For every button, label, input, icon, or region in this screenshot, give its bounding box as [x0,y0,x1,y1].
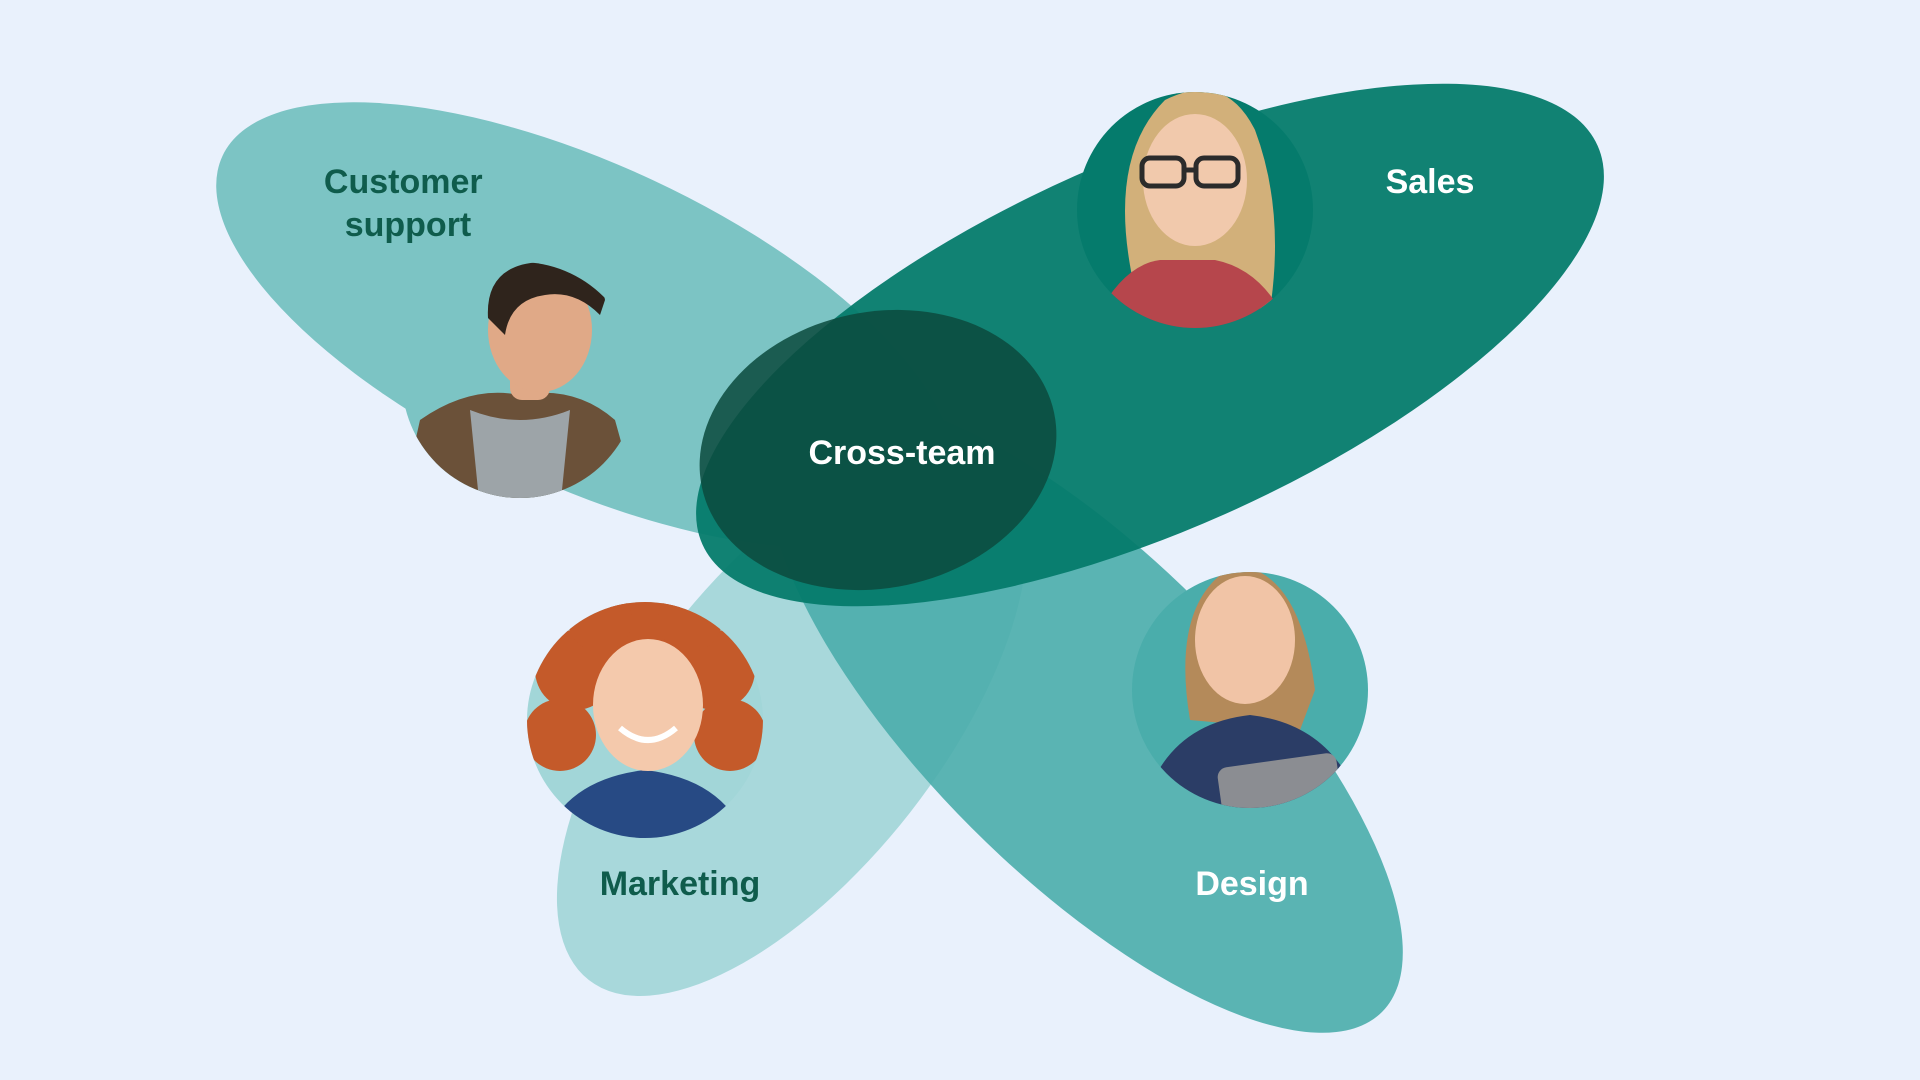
label-design: Design [1195,865,1308,903]
label-sales: Sales [1386,163,1475,201]
label-customer-support: Customer support [324,163,492,244]
woman-tablet-avatar-icon [1132,572,1368,808]
label-cross-team: Cross-team [808,434,995,472]
woman-glasses-avatar-icon [1077,92,1313,328]
woman-curly-hair-avatar-icon [527,602,763,838]
label-marketing: Marketing [600,865,761,903]
man-avatar-icon [402,262,638,498]
cross-team-center [699,309,1057,591]
